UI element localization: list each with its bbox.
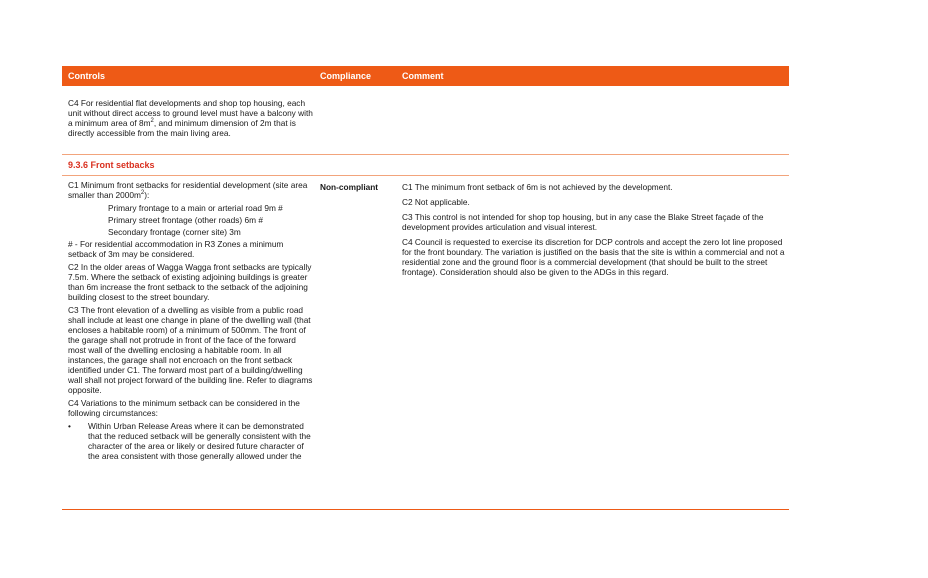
- section-heading: 9.3.6 Front setbacks: [62, 155, 789, 176]
- superscript: 2: [150, 118, 154, 125]
- header-comment: Comment: [402, 71, 444, 81]
- comment-cell: C1 The minimum front setback of 6m is no…: [396, 180, 789, 509]
- controls-table: Controls Compliance Comment C4 For resid…: [62, 66, 789, 510]
- bullet-text: Within Urban Release Areas where it can …: [88, 421, 311, 461]
- controls-cell: C1 Minimum front setbacks for residentia…: [62, 180, 314, 509]
- control-text-part: , and minimum dimension of 2m that is di…: [68, 118, 296, 138]
- header-compliance: Compliance: [320, 71, 372, 81]
- list-item: • Within Urban Release Areas where it ca…: [68, 421, 314, 461]
- control-c1-note: # - For residential accommodation in R3 …: [68, 239, 284, 259]
- header-controls: Controls: [68, 71, 105, 81]
- table-row: C1 Minimum front setbacks for residentia…: [62, 176, 789, 510]
- setback-item: Secondary frontage (corner site) 3m: [108, 227, 241, 237]
- control-text-part: ):: [144, 190, 150, 200]
- setback-item: Primary street frontage (other roads) 6m…: [108, 215, 263, 225]
- control-text-part: C4 For residential flat developments and…: [68, 98, 313, 128]
- superscript: 2: [140, 190, 145, 197]
- comment-c1: C1 The minimum front setback of 6m is no…: [402, 182, 673, 192]
- comment-cell: [396, 98, 789, 154]
- comment-c3: C3 This control is not intended for shop…: [402, 212, 764, 232]
- control-c3: C3 The front elevation of a dwelling as …: [68, 305, 313, 395]
- comment-c4: C4 Council is requested to exercise its …: [402, 237, 785, 277]
- bullet-icon: •: [68, 421, 71, 431]
- table-row: C4 For residential flat developments and…: [62, 86, 789, 155]
- control-c2: C2 In the older areas of Wagga Wagga fro…: [68, 262, 312, 302]
- control-c4: C4 Variations to the minimum setback can…: [68, 398, 300, 418]
- compliance-cell: [314, 98, 396, 154]
- setback-item: Primary frontage to a main or arterial r…: [108, 203, 283, 213]
- comment-c2: C2 Not applicable.: [402, 197, 470, 207]
- table-header: Controls Compliance Comment: [62, 66, 789, 86]
- control-text-c4-balcony: C4 For residential flat developments and…: [62, 98, 314, 154]
- control-c1: C1 Minimum front setbacks for residentia…: [68, 180, 314, 200]
- control-text-part: C1 Minimum front setbacks for residentia…: [68, 180, 308, 200]
- compliance-status: Non-compliant: [320, 182, 379, 192]
